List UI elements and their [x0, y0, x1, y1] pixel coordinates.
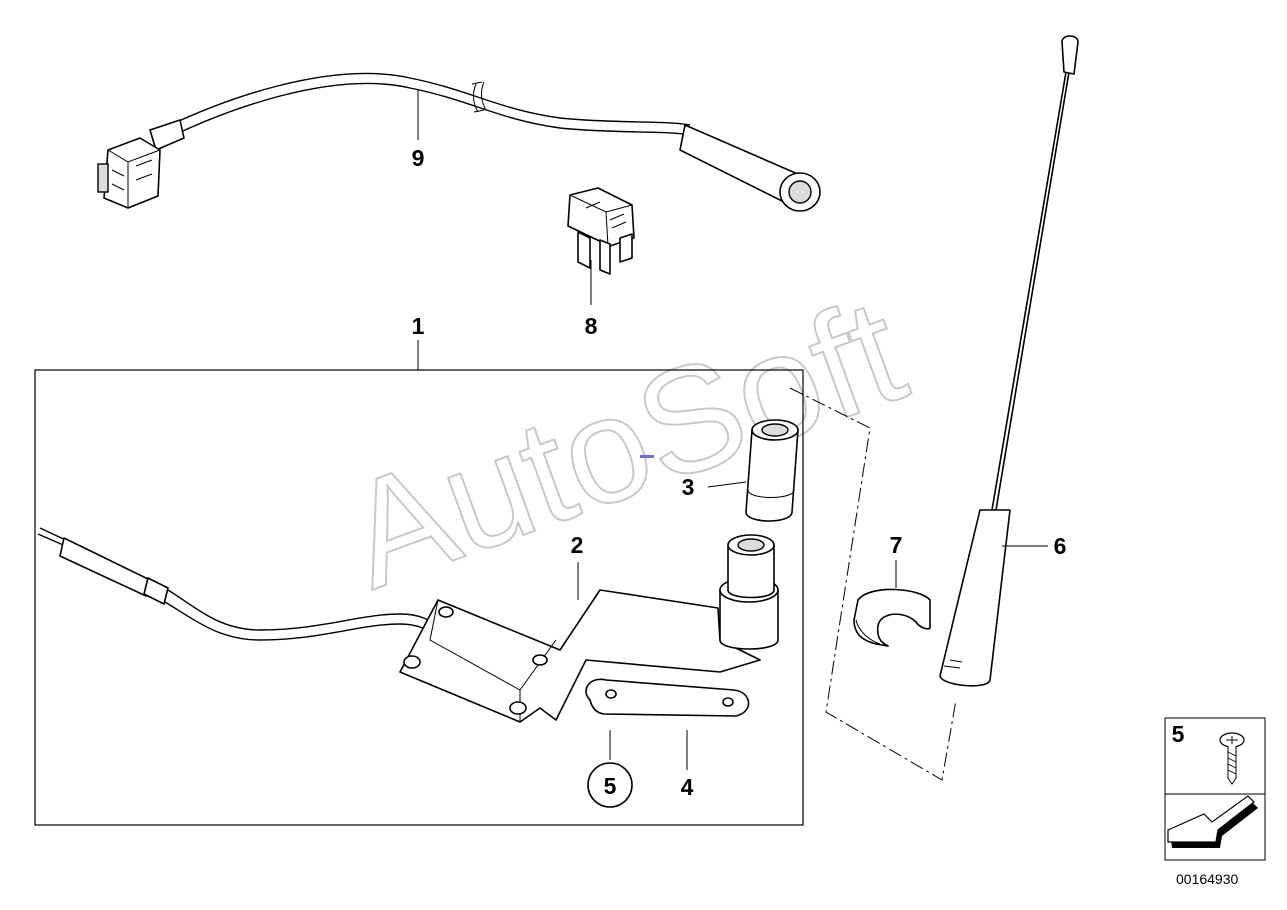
- assembly-box-part-1: [34, 369, 804, 826]
- antenna-cable-part-9[interactable]: [97, 72, 821, 212]
- fastener-legend-box: [1164, 717, 1266, 861]
- screw-icon: [1219, 732, 1245, 785]
- label-part-9: 9: [412, 145, 425, 171]
- label-part-6: 6: [1054, 533, 1067, 559]
- arrow-icon: [1167, 795, 1258, 848]
- marker-dash: [640, 455, 654, 458]
- base-cable-part-1[interactable]: [37, 527, 441, 641]
- label-part-3: 3: [682, 474, 695, 500]
- sleeve-part-3[interactable]: [745, 419, 799, 522]
- plug-connector-part-8[interactable]: [567, 187, 635, 275]
- assembly-dash-line: [789, 387, 957, 781]
- label-part-1: 1: [412, 313, 425, 339]
- label-part-8: 8: [585, 313, 598, 339]
- clip-ring-part-7[interactable]: [853, 588, 931, 647]
- label-part-4: 4: [681, 774, 694, 800]
- label-part-7: 7: [890, 532, 903, 558]
- leader-3: [707, 481, 747, 488]
- reference-number: 00164930: [1176, 871, 1239, 887]
- callout-circle-5: [587, 762, 633, 808]
- label-part-2: 2: [571, 532, 584, 558]
- legend-box-label: 5: [1172, 721, 1185, 747]
- plate-part-4[interactable]: [585, 678, 750, 717]
- antenna-mast-part-6[interactable]: [939, 35, 1079, 687]
- label-part-5: 5: [604, 773, 617, 799]
- antenna-base-part-2[interactable]: [399, 534, 779, 723]
